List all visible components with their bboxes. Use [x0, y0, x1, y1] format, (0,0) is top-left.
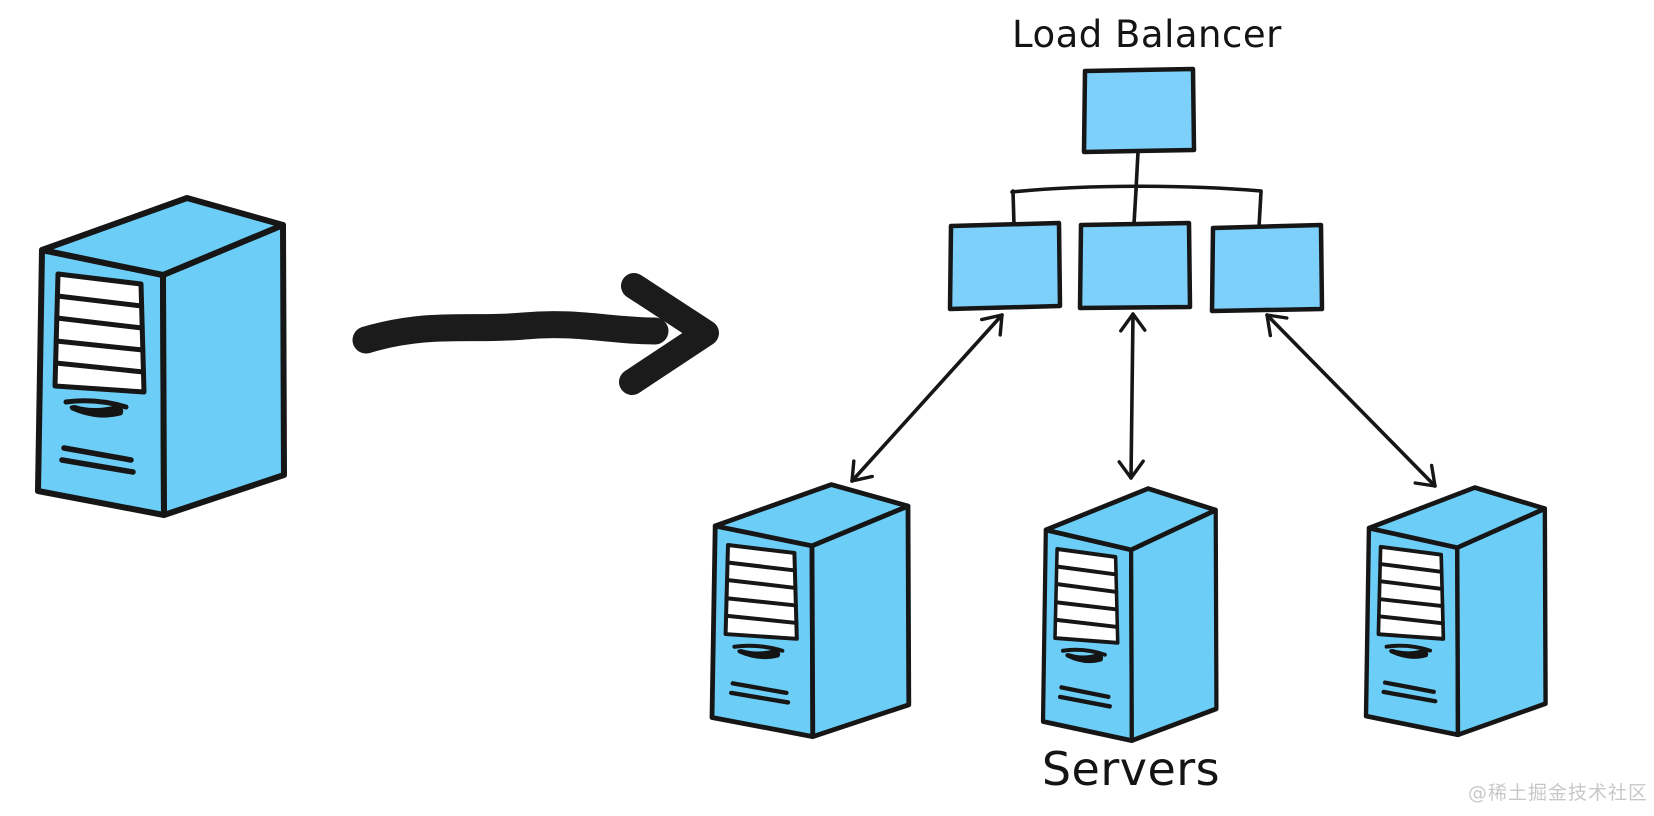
- lb-connector-drop-3: [1257, 190, 1263, 229]
- thick-right-arrow-icon: [352, 273, 719, 395]
- lb-connector-bus: [1010, 184, 1263, 194]
- lb-child-box-1: [947, 220, 1063, 312]
- server-tower-icon: [38, 198, 284, 515]
- servers-label: Servers: [1041, 742, 1221, 796]
- lb-connector-trunk: [1134, 150, 1140, 192]
- lb-child-box-2: [1077, 220, 1193, 311]
- single-server-icon: [38, 198, 284, 515]
- server-tower-icon-3: [1366, 488, 1546, 735]
- server-tower-icon-2: [1043, 489, 1216, 741]
- double-headed-arrow-3: [1265, 313, 1437, 488]
- lb-child-box-3: [1209, 222, 1325, 314]
- load-balancer-label: Load Balancer: [1012, 13, 1282, 56]
- watermark: @稀土掘金技术社区: [1467, 782, 1648, 804]
- double-headed-arrow-1: [850, 313, 1004, 483]
- load-balancer-box: [1081, 66, 1197, 155]
- server-farm: [712, 485, 1546, 741]
- lb-connector: [1010, 150, 1263, 229]
- lb-connector-drop-2: [1132, 188, 1138, 226]
- arrow-head: [619, 273, 719, 395]
- double-headed-arrow-2: [1117, 312, 1147, 480]
- arrow-shaft: [352, 311, 669, 354]
- lb-connector-drop-1: [1011, 189, 1016, 227]
- server-tower-icon-1: [712, 485, 909, 737]
